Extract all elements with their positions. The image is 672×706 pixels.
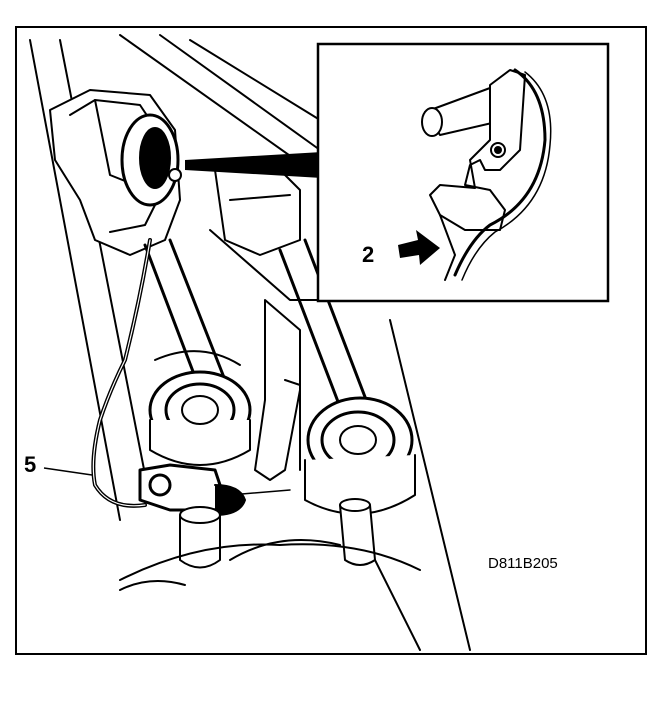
callout-label-2: 2 — [362, 242, 374, 267]
detail-leader — [185, 152, 322, 178]
figure-code: D811B205 — [488, 555, 558, 572]
main-assembly — [29, 34, 471, 651]
arrow-2-icon — [398, 230, 440, 265]
callout-5: 5 — [24, 452, 93, 477]
detail-inset: 2 — [316, 42, 610, 303]
callout-label-5: 5 — [24, 452, 36, 477]
